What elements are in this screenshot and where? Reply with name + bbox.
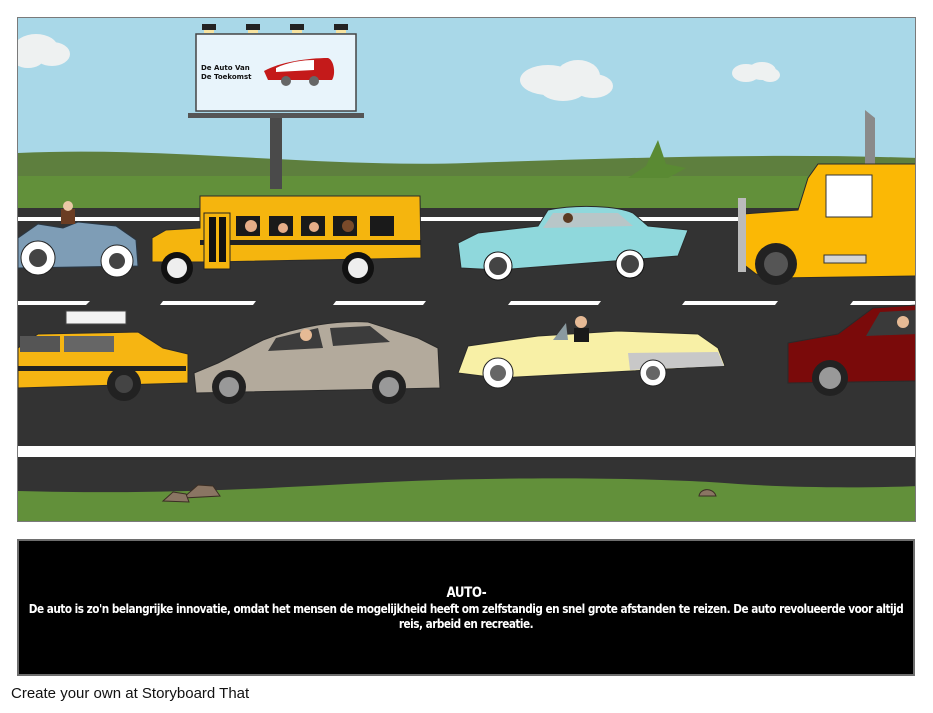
rock-icon — [161, 484, 717, 503]
lane-dashes — [18, 301, 915, 305]
taxi — [18, 310, 189, 401]
cloud-icon — [18, 34, 70, 68]
school-bus — [151, 195, 422, 284]
caption-box: AUTO- De auto is zo'n belangrijke innova… — [17, 539, 915, 676]
caption-title: AUTO- — [446, 584, 486, 601]
vintage-convertible — [18, 201, 139, 278]
billboard-line-1: De Auto Van — [201, 64, 250, 72]
yellow-convertible — [457, 316, 726, 389]
cloud-icon — [520, 60, 613, 101]
grass-tuft — [628, 140, 686, 178]
red-suv — [787, 304, 915, 396]
storyboard-that-link[interactable]: Create your own at Storyboard That — [11, 685, 250, 702]
semi-truck — [738, 110, 915, 285]
lane-line-top — [18, 217, 915, 221]
billboard-line-2: De Toekomst — [201, 73, 252, 81]
caption-text: De auto is zo'n belangrijke innovatie, o… — [28, 600, 904, 631]
cloud-icon — [732, 62, 780, 82]
beige-sedan — [193, 321, 441, 404]
passenger-icon — [245, 220, 354, 233]
billboard: De Auto Van De Toekomst — [188, 24, 364, 189]
future-car-icon — [264, 58, 335, 86]
roadside-grass — [18, 478, 915, 521]
lane-line-bottom — [18, 446, 915, 457]
storyboard-scene: De Auto Van De Toekomst — [17, 17, 916, 522]
classic-teal-car — [457, 205, 689, 281]
